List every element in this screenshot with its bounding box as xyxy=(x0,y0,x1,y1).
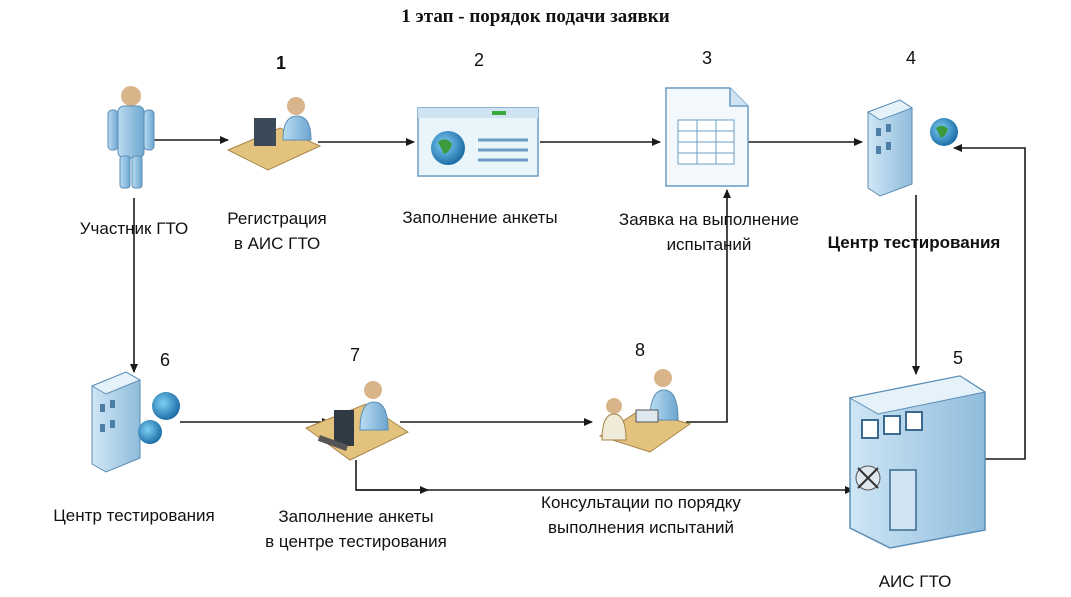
application-document-icon xyxy=(665,87,749,187)
registration-label-line2: в АИС ГТО xyxy=(233,234,321,253)
test-center-bottom-building-icon xyxy=(90,371,180,473)
form-fill-label: Заполнение анкеты xyxy=(402,208,558,227)
form-fill-center-label: Заполнение анкеты в центре тестирования xyxy=(238,504,474,554)
arrow-consultation-to-application xyxy=(686,189,731,423)
step-number-7: 7 xyxy=(349,345,360,365)
arrow-form-center-to-ais xyxy=(355,460,854,494)
arrow-ais-to-center-return xyxy=(953,144,1026,460)
participant-person-icon xyxy=(107,86,155,189)
consultation-label: Консультации по порядку выполнения испыт… xyxy=(514,490,768,540)
consultation-meeting-icon xyxy=(598,369,692,453)
registration-label: Регистрация в АИС ГТО xyxy=(210,206,344,256)
step-number-8: 8 xyxy=(634,340,645,360)
test-center-bottom-label: Центр тестирования xyxy=(53,506,215,525)
registration-label-line1: Регистрация xyxy=(227,209,327,228)
test-center-top-label: Центр тестирования xyxy=(827,233,1001,252)
connectors xyxy=(130,136,1026,494)
application-label-line2: испытаний xyxy=(666,235,752,254)
application-label: Заявка на выполнение испытаний xyxy=(598,207,820,257)
test-center-top-building-icon xyxy=(866,99,958,197)
ais-gto-building-icon xyxy=(848,375,987,549)
diagram-title: 1 этап - порядок подачи заявки xyxy=(401,6,670,27)
step-number-6: 6 xyxy=(159,350,170,370)
form-center-workstation-icon xyxy=(304,381,410,461)
consultation-label-line2: выполнения испытаний xyxy=(548,518,734,537)
form-fill-center-label-line2: в центре тестирования xyxy=(265,532,447,551)
step-number-1: 1 xyxy=(275,53,286,73)
step-number-5: 5 xyxy=(952,348,963,368)
registration-workstation-icon xyxy=(226,97,322,171)
ais-gto-label: АИС ГТО xyxy=(878,572,952,591)
form-fill-center-label-line1: Заполнение анкеты xyxy=(278,507,434,526)
step-number-3: 3 xyxy=(701,48,712,68)
step-number-4: 4 xyxy=(905,48,916,68)
step-number-2: 2 xyxy=(473,50,484,70)
application-label-line1: Заявка на выполнение xyxy=(618,210,800,229)
participant-label: Участник ГТО xyxy=(79,219,189,238)
consultation-label-line1: Консультации по порядку xyxy=(541,493,741,512)
form-window-icon xyxy=(417,107,539,177)
